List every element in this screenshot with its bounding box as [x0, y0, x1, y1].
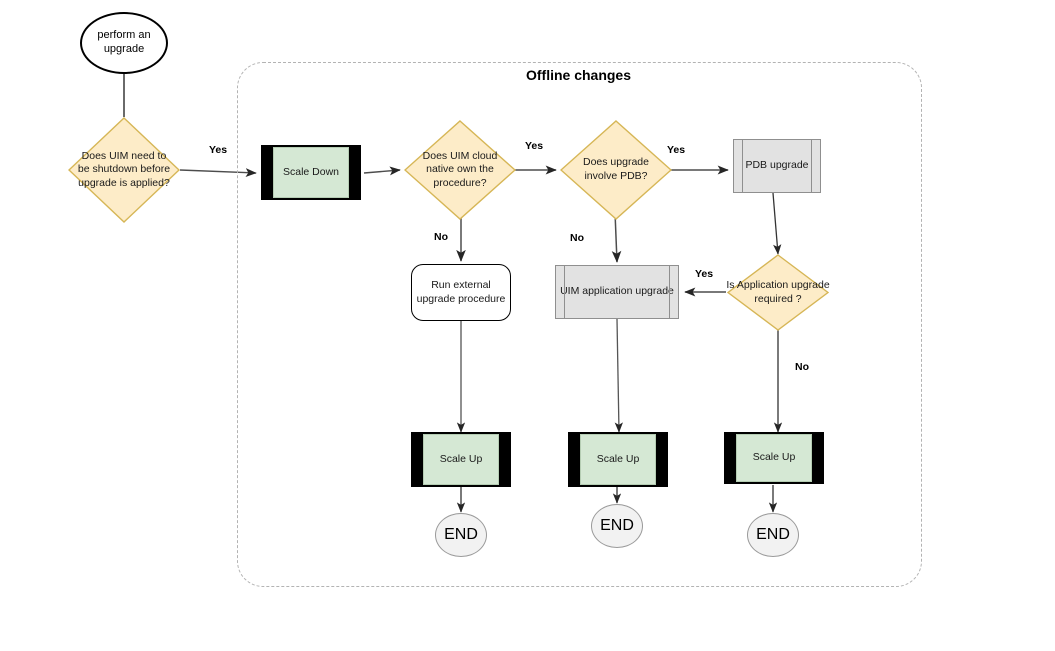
diamond-shape-icon	[404, 120, 516, 220]
node-end-2[interactable]: END	[591, 504, 643, 548]
node-scale-up-1-label: Scale Up	[423, 434, 499, 485]
diamond-shape-icon	[68, 117, 180, 223]
edge-d1-to-scaledown	[179, 168, 257, 178]
edge-uimapp-to-scaleup2	[614, 318, 623, 433]
node-pdb-upgrade[interactable]: PDB upgrade	[733, 139, 821, 193]
node-scale-up-2-label: Scale Up	[580, 434, 656, 485]
node-run-external-upgrade[interactable]: Run external upgrade procedure	[411, 264, 511, 321]
diamond-shape-icon	[560, 120, 672, 220]
edge-label-d3-yes: Yes	[667, 144, 686, 156]
edge-label-d2-yes: Yes	[525, 140, 544, 152]
edge-label-d3-no: No	[570, 232, 584, 244]
node-scale-down[interactable]: Scale Down	[261, 145, 361, 200]
edge-label-d4-no: No	[795, 361, 809, 373]
node-end-1[interactable]: END	[435, 513, 487, 557]
node-scale-down-label: Scale Down	[273, 147, 349, 198]
node-scale-up-1[interactable]: Scale Up	[411, 432, 511, 487]
edge-label-d1-yes: Yes	[209, 144, 228, 156]
node-scale-up-2[interactable]: Scale Up	[568, 432, 668, 487]
edge-scaledown-to-d2	[363, 166, 401, 176]
node-decision-cloud-native[interactable]: Does UIM cloud native own the procedure?	[404, 120, 516, 220]
container-title: Offline changes	[525, 67, 632, 83]
node-scale-up-3-label: Scale Up	[736, 434, 812, 482]
node-end-3[interactable]: END	[747, 513, 799, 557]
edge-label-d2-no: No	[434, 231, 448, 243]
node-decision-shutdown[interactable]: Does UIM need to be shutdown before upgr…	[68, 117, 180, 223]
edge-pdb-to-d4	[772, 192, 782, 255]
diamond-shape-icon	[727, 254, 829, 331]
edge-d3-to-uimapp	[611, 211, 622, 263]
offline-changes-container	[237, 62, 922, 587]
node-decision-app-upgrade-required[interactable]: Is Application upgrade required ?	[726, 254, 830, 331]
node-scale-up-3[interactable]: Scale Up	[724, 432, 824, 484]
node-start[interactable]: perform an upgrade	[80, 12, 168, 74]
node-uim-application-upgrade[interactable]: UIM application upgrade	[555, 265, 679, 319]
node-decision-pdb[interactable]: Does upgrade involve PDB?	[560, 120, 672, 220]
edge-label-d4-yes: Yes	[695, 268, 714, 280]
